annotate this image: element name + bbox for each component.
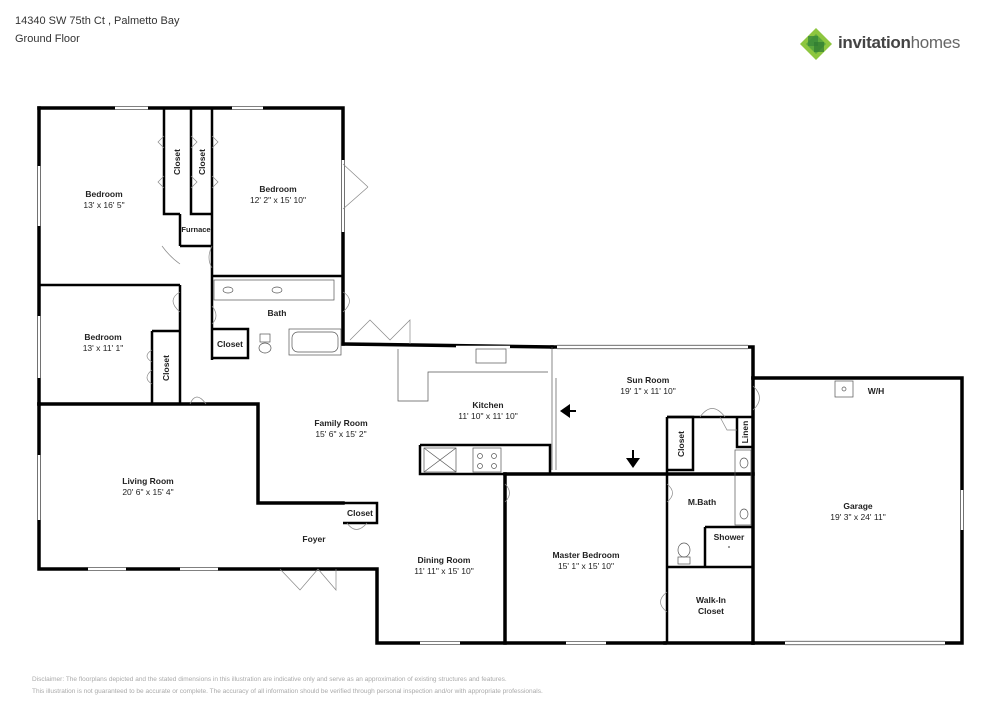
address-text: 14340 SW 75th Ct , Palmetto Bay: [15, 15, 180, 27]
bath-closet-label: Closet: [217, 339, 243, 349]
bedroom-1-name: Bedroom: [85, 189, 123, 199]
dining-room-name: Dining Room: [418, 555, 471, 565]
linen-label: Linen: [740, 421, 750, 444]
bedroom-1-dims: 13' x 16' 5": [83, 200, 124, 210]
walls: [37, 106, 964, 645]
room-labels: Bedroom 13' x 16' 5" Bedroom 12' 2" x 15…: [83, 149, 886, 616]
sun-room-name: Sun Room: [627, 375, 670, 385]
mbath-label: M.Bath: [688, 497, 716, 507]
shower-label: Shower: [714, 532, 745, 542]
master-bedroom-name: Master Bedroom: [552, 550, 620, 560]
walkin-closet-label-1: Walk-In: [696, 595, 726, 605]
disclaimer-line-1: Disclaimer: The floorplans depicted and …: [32, 676, 507, 683]
mbath-closet-label: Closet: [676, 431, 686, 457]
logo-word-2: homes: [910, 33, 961, 52]
logo-word-1: invitation: [838, 33, 911, 52]
disclaimer-line-2: This illustration is not guaranteed to b…: [32, 688, 543, 695]
family-room-name: Family Room: [314, 418, 368, 428]
foyer-closet-label: Closet: [347, 508, 373, 518]
bath-label: Bath: [268, 308, 287, 318]
brand-logo: invitationhomes: [798, 26, 978, 62]
floor-label: Ground Floor: [15, 33, 80, 45]
windows: [37, 106, 964, 646]
closet-3-label: Closet: [161, 355, 171, 381]
master-bedroom-dims: 15' 1" x 15' 10": [558, 561, 614, 571]
garage-dims: 19' 3" x 24' 11": [830, 512, 885, 522]
garage-name: Garage: [843, 501, 873, 511]
bedroom-2-name: Bedroom: [259, 184, 297, 194]
doors: [146, 135, 760, 613]
kitchen-name: Kitchen: [472, 400, 503, 410]
foyer-label: Foyer: [302, 534, 326, 544]
logo-wordmark: invitationhomes: [838, 33, 960, 53]
furnace-label: Furnace: [181, 225, 210, 234]
water-heater-label: W/H: [868, 386, 885, 396]
walkin-closet-label-2: Closet: [698, 606, 724, 616]
sun-room-dims: 19' 1" x 11' 10": [620, 386, 675, 396]
living-room-dims: 20' 6" x 15' 4": [122, 487, 173, 497]
logo-mark-icon: [800, 28, 832, 60]
bedroom-3-name: Bedroom: [84, 332, 122, 342]
closet-2-label: Closet: [197, 149, 207, 175]
family-room-dims: 15' 6" x 15' 2": [315, 429, 366, 439]
dining-room-dims: 11' 11" x 15' 10": [414, 566, 474, 576]
bedroom-2-dims: 12' 2" x 15' 10": [250, 195, 306, 205]
living-room-name: Living Room: [122, 476, 174, 486]
fixtures: [213, 279, 854, 565]
closet-1-label: Closet: [172, 149, 182, 175]
kitchen-dims: 11' 10" x 11' 10": [458, 411, 518, 421]
bedroom-3-dims: 13' x 11' 1": [83, 343, 124, 353]
